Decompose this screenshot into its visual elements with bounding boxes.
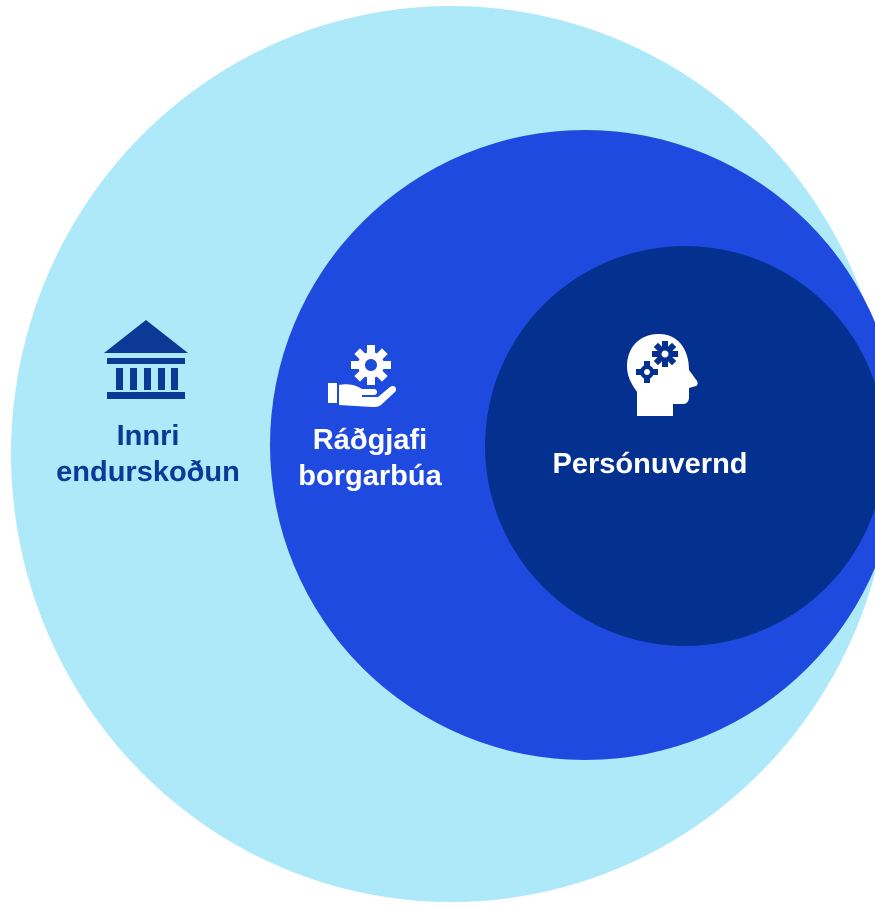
outer-label: Innri endurskoðun [28, 418, 268, 490]
inner-circle [485, 246, 875, 646]
inner-label: Persónuvernd [500, 446, 800, 482]
head-gears-icon [627, 334, 698, 416]
bank-building-icon [104, 320, 188, 399]
middle-label-line-2: borgarbúa [298, 460, 442, 492]
middle-label: Ráðgjafi borgarbúa [270, 422, 470, 494]
inner-label-line-1: Persónuvernd [552, 448, 748, 480]
middle-label-line-1: Ráðgjafi [312, 424, 428, 456]
outer-label-line-2: endurskoðun [56, 456, 240, 488]
outer-label-line-1: Innri [116, 420, 180, 452]
hand-gear-icon [328, 345, 397, 407]
